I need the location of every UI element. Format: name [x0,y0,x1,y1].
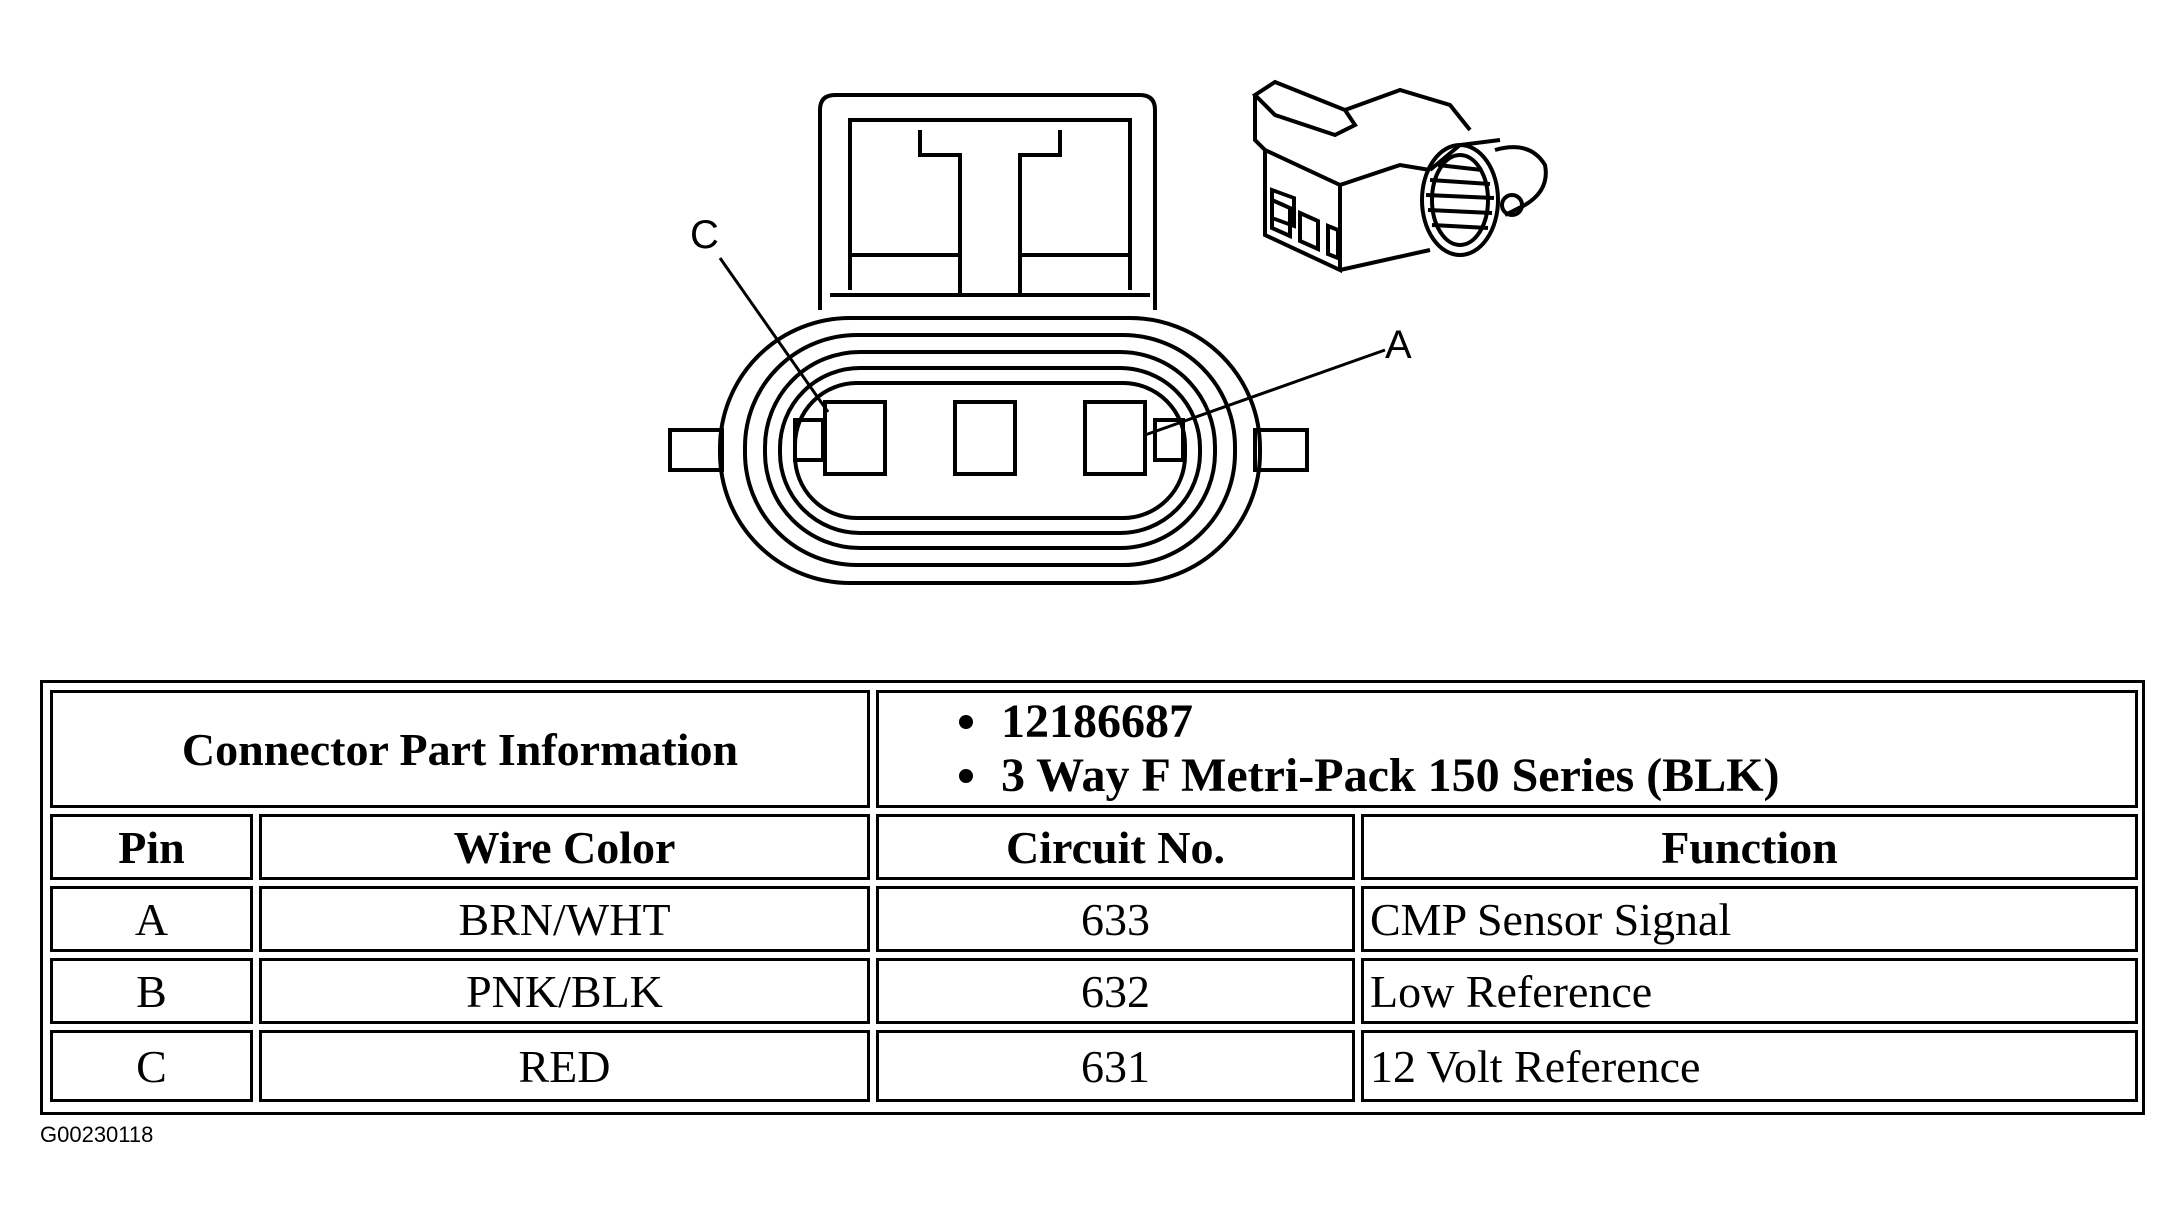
pin-a-label: A [1385,323,1412,367]
header-function: Function [1361,814,2138,880]
connector-part-info-label: Connector Part Information [50,690,870,808]
part-description: 3 Way F Metri-Pack 150 Series (BLK) [1001,749,1780,802]
part-number-item: 12186687 [959,695,1193,749]
header-pin: Pin [50,814,253,880]
shell-ring-1 [743,333,1237,567]
row-c-function: 12 Volt Reference [1361,1030,2138,1102]
pin-c-label: C [690,213,719,257]
latch-inner [848,118,1132,290]
row-b-wire-color: PNK/BLK [259,958,870,1024]
row-b-pin: B [50,958,253,1024]
row-a-circuit-no: 633 [876,886,1355,952]
row-b-circuit-no: 632 [876,958,1355,1024]
shell-ring-2 [763,350,1217,550]
part-info-list: 12186687 3 Way F Metri-Pack 150 Series (… [876,690,2138,808]
leader-line-a [1144,348,1386,437]
header-circuit-no: Circuit No. [876,814,1355,880]
connector-info-table: Connector Part Information 12186687 3 Wa… [40,680,2145,1115]
cavity-notch-left [793,418,825,462]
part-number: 12186687 [1001,695,1193,748]
terminal-cavity-a [1083,400,1147,476]
terminal-cavity-c [823,400,887,476]
connector-face-view: C A [668,79,1548,585]
leader-line-c [718,257,830,413]
row-a-pin: A [50,886,253,952]
side-tab-right [1253,428,1309,472]
part-description-item: 3 Way F Metri-Pack 150 Series (BLK) [959,749,1780,803]
row-c-circuit-no: 631 [876,1030,1355,1102]
terminal-cavity-b [953,400,1017,476]
cavity-notch-right [1153,418,1185,462]
bullet-icon [959,715,973,729]
connector-diagram: C A [668,79,1548,585]
side-tab-left [668,428,724,472]
outer-shell [718,316,1262,585]
latch-t-slot [918,130,1062,295]
row-c-pin: C [50,1030,253,1102]
latch-housing [818,93,1157,310]
row-a-wire-color: BRN/WHT [259,886,870,952]
connector-iso-illustration [1251,79,1548,274]
row-c-wire-color: RED [259,1030,870,1102]
header-wire-color: Wire Color [259,814,870,880]
row-a-function: CMP Sensor Signal [1361,886,2138,952]
shell-ring-3 [778,366,1202,535]
bullet-icon [959,769,973,783]
row-b-function: Low Reference [1361,958,2138,1024]
figure-id: G00230118 [40,1122,154,1147]
